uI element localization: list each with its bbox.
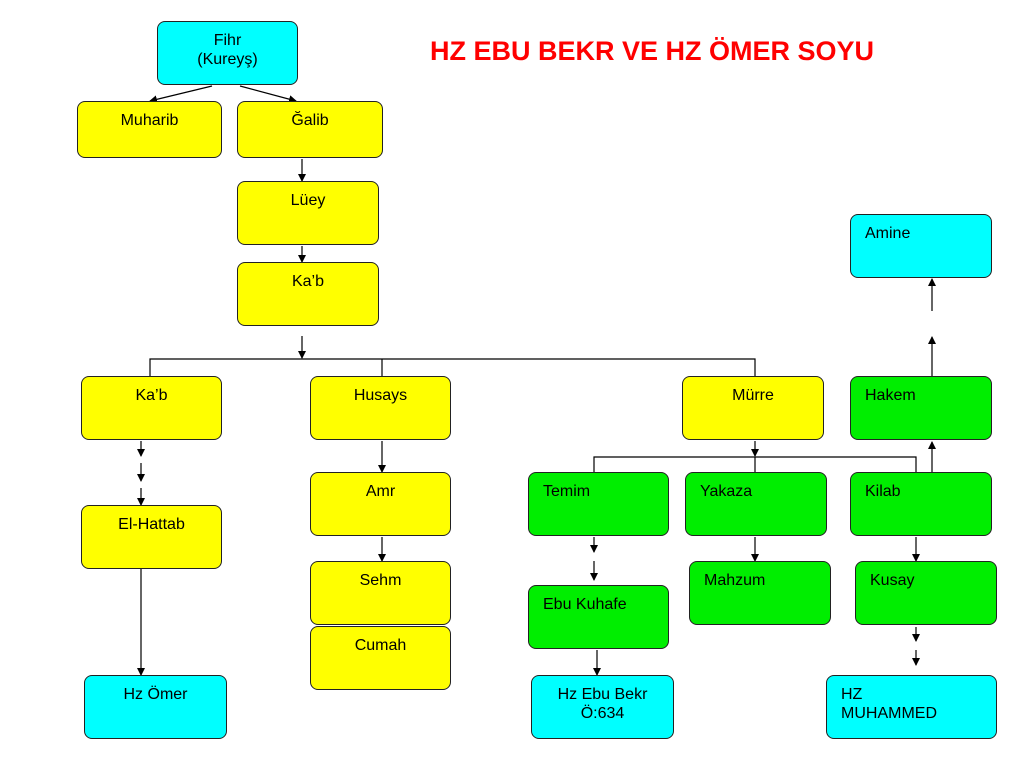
node-amr: Amr xyxy=(310,472,451,536)
node-muharib: Muharib xyxy=(77,101,222,158)
node-hz-muhammed: HZ MUHAMMED xyxy=(826,675,997,739)
node-kab-left: Ka’b xyxy=(81,376,222,440)
node-kilab: Kilab xyxy=(850,472,992,536)
branch-bus-top xyxy=(149,358,756,376)
page-title: HZ EBU BEKR VE HZ ÖMER SOYU xyxy=(430,36,875,66)
node-hakem: Hakem xyxy=(850,376,992,440)
node-husays: Husays xyxy=(310,376,451,440)
link-fihr-galib xyxy=(239,85,297,104)
node-mahzum: Mahzum xyxy=(689,561,831,625)
node-amine: Amine xyxy=(850,214,992,278)
node-hz-ebu-bekr: Hz Ebu Bekr Ö:634 xyxy=(531,675,674,739)
link-fihr-muharib xyxy=(149,85,213,104)
node-luey: Lüey xyxy=(237,181,379,245)
node-el-hattab: El-Hattab xyxy=(81,505,222,569)
node-yakaza: Yakaza xyxy=(685,472,827,536)
node-hz-muhammed-line1: HZ xyxy=(841,686,863,703)
node-hz-omer: Hz Ömer xyxy=(84,675,227,739)
node-kab-top: Ka’b xyxy=(237,262,379,326)
node-temim: Temim xyxy=(528,472,669,536)
node-ebu-kuhafe: Ebu Kuhafe xyxy=(528,585,669,649)
node-sehm: Sehm xyxy=(310,561,451,625)
node-cumah: Cumah xyxy=(310,626,451,690)
node-hz-muhammed-line2: MUHAMMED xyxy=(841,705,937,722)
node-murre: Mürre xyxy=(682,376,824,440)
node-hz-ebu-bekr-line1: Hz Ebu Bekr xyxy=(557,686,648,703)
node-fihr: Fihr (Kureyş) xyxy=(157,21,298,85)
node-fihr-line2: (Kureyş) xyxy=(197,51,258,68)
node-fihr-line1: Fihr xyxy=(213,32,242,49)
node-hz-ebu-bekr-line2: Ö:634 xyxy=(580,705,625,722)
node-galib: Ğalib xyxy=(237,101,383,158)
node-kusay: Kusay xyxy=(855,561,997,625)
